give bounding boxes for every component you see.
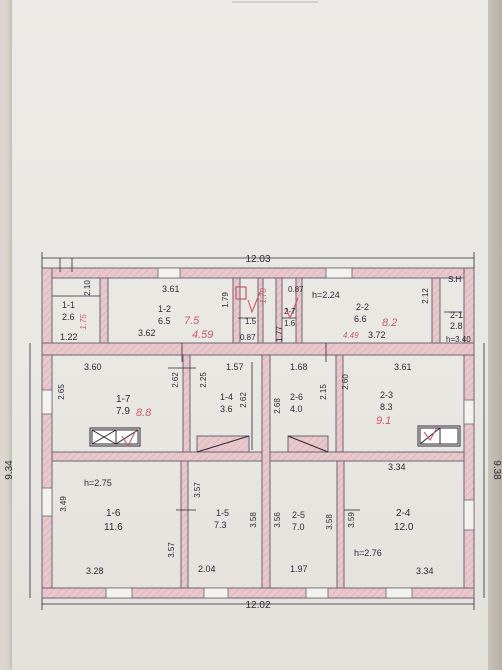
dimension-lines — [29, 252, 485, 610]
room-1-4-dim-b: 1.57 — [226, 362, 244, 372]
overall-width-bottom: 12.02 — [245, 600, 270, 611]
room-2-2-code: 2-2 — [356, 302, 369, 312]
room-2-5-h2: 3.58 — [325, 514, 334, 530]
room-1-1-red: 1.75 — [79, 314, 88, 330]
room-2-2-red-area: 8.2 — [382, 317, 397, 329]
windows — [41, 267, 475, 599]
room-2-5-code: 2-5 — [292, 510, 305, 520]
stoves — [89, 286, 461, 453]
red-check-marks — [121, 291, 439, 448]
room-2-4-height-note: h=2.76 — [354, 548, 382, 558]
room-2-2-area: 6.6 — [354, 314, 367, 324]
dim-2-10: 2.10 — [83, 280, 92, 296]
room-2-6-dim-c: 2.15 — [319, 384, 328, 400]
room-2-3-red: 9.1 — [376, 415, 391, 427]
room-1-6-w: 3.28 — [86, 566, 104, 576]
dim-3-61-top: 3.61 — [162, 284, 180, 294]
room-2-1-corner: S.H — [448, 275, 462, 284]
outer-walls — [41, 267, 475, 599]
room-1-4-area: 3.6 — [220, 404, 233, 414]
room-2-5-h: 3.56 — [273, 512, 282, 528]
room-2-4-w: 3.34 — [416, 566, 434, 576]
room-1-1-code: 1-1 — [62, 300, 75, 310]
room-1-5-h: 3.57 — [167, 542, 176, 558]
overall-height-left: 9.34 — [4, 460, 15, 480]
room-2-4-code: 2-4 — [396, 508, 411, 519]
room-2-3-width-2: 3.34 — [388, 462, 406, 472]
room-2-4-h: 3.59 — [347, 512, 356, 528]
room-2-4-area: 12.0 — [394, 522, 414, 533]
room-1-7-height-2: 2.62 — [171, 372, 180, 388]
paper-edge — [488, 0, 502, 670]
room-2-3-area: 8.3 — [380, 402, 393, 412]
room-1-1-area: 2.6 — [62, 312, 75, 322]
room-1-5-area: 7.3 — [214, 520, 227, 530]
room-1-2-code: 1-2 — [158, 304, 171, 314]
room-1-7-red: 8.8 — [136, 407, 152, 419]
room-1-2-dim-b: 4.59 — [192, 329, 213, 341]
room-2-1-code: 2-1 — [450, 310, 463, 320]
room-2-7-dim: 1.77 — [275, 326, 284, 342]
paper-sheet — [12, 0, 492, 670]
room-1-7-width: 3.60 — [84, 362, 102, 372]
room-1-6-height-note: h=2.75 — [84, 478, 112, 488]
room-1-2-red-area: 7.5 — [184, 315, 200, 327]
room-1-2-dim-a: 3.62 — [138, 328, 156, 338]
room-1-4-dim-c: 2.62 — [239, 392, 248, 408]
room-2-6-dim-a: 1.68 — [290, 362, 308, 372]
dim-1-22: 1.22 — [60, 332, 78, 342]
room-1-7-area: 7.9 — [116, 406, 130, 417]
overall-width-top: 12.03 — [245, 254, 270, 265]
room-2-6-dim-b: 2.68 — [273, 398, 282, 414]
room-2-2-dim-a: 3.72 — [368, 330, 386, 340]
dim-2-12: 2.12 — [421, 288, 430, 304]
room-2-6-code: 2-6 — [290, 392, 303, 402]
room-2-7-area: 1.6 — [284, 319, 296, 328]
room-1-3-area: 1.5 — [245, 317, 257, 326]
dim-1-78: 1.78 — [259, 288, 268, 304]
room-1-5-h3: 3.58 — [249, 512, 258, 528]
height-note-top: h=2.24 — [312, 290, 340, 300]
room-1-2-area: 6.5 — [158, 316, 171, 326]
room-1-3-dim: 0.87 — [240, 333, 256, 342]
room-1-4-code: 1-4 — [220, 392, 233, 402]
room-2-3-code: 2-3 — [380, 390, 393, 400]
overall-height-right: 9.38 — [491, 460, 502, 480]
interior-walls — [51, 277, 465, 589]
room-2-6-area: 4.0 — [290, 404, 303, 414]
room-2-3-width: 3.61 — [394, 362, 412, 372]
room-2-5-area: 7.0 — [292, 522, 305, 532]
room-1-7-code: 1-7 — [116, 394, 131, 405]
dim-1-79: 1.79 — [221, 292, 230, 308]
room-2-1-area: 2.8 — [450, 321, 463, 331]
room-1-5-w: 2.04 — [198, 564, 216, 574]
room-2-7-code: 2-7 — [284, 307, 296, 316]
dim-0-87: 0.87 — [288, 285, 304, 294]
room-2-3-height: 2.60 — [341, 374, 350, 390]
room-1-6-h: 3.49 — [59, 496, 68, 512]
room-1-6-area: 11.6 — [104, 522, 123, 533]
room-2-5-w: 1.97 — [290, 564, 308, 574]
room-1-7-height: 2.65 — [57, 384, 66, 400]
room-1-5-h2: 3.57 — [193, 482, 202, 498]
room-2-1-height: h=3.40 — [446, 335, 471, 344]
room-1-4-dim-a: 2.25 — [199, 372, 208, 388]
room-1-6-code: 1-6 — [106, 508, 121, 519]
room-1-5-code: 1-5 — [216, 508, 229, 518]
room-2-2-dim-b: 4.49 — [343, 331, 359, 340]
